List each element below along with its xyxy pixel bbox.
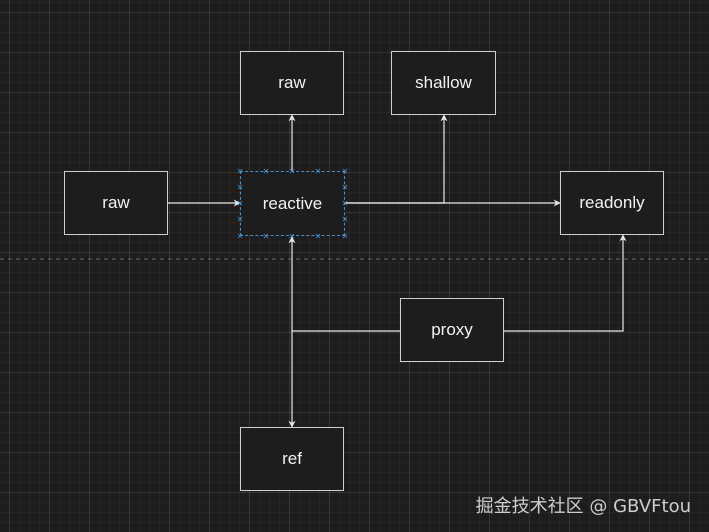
node-raw-top-label: raw (278, 73, 306, 92)
resize-handle-top-left[interactable]: ✕ (236, 166, 244, 176)
resize-handle-right-1[interactable]: ✕ (341, 182, 349, 192)
node-reactive[interactable]: reactive (240, 171, 345, 236)
resize-handle-left-1[interactable]: ✕ (236, 182, 244, 192)
edge-proxy-to-readonly[interactable] (504, 234, 627, 332)
node-proxy[interactable]: proxy (400, 298, 504, 362)
resize-handle-bottom-right[interactable]: ✕ (341, 231, 349, 241)
edge-reactive-to-shallow[interactable] (345, 114, 448, 204)
node-ref[interactable]: ref (240, 427, 344, 491)
resize-handle-right-center[interactable]: ✕ (341, 198, 349, 208)
node-raw-left[interactable]: raw (64, 171, 168, 235)
watermark-text: 掘金技术社区 @ GBVFtou (475, 496, 691, 517)
resize-handle-top-center[interactable]: ✕ (288, 166, 296, 176)
resize-handle-right-3[interactable]: ✕ (341, 214, 349, 224)
node-proxy-label: proxy (431, 320, 473, 339)
node-ref-label: ref (282, 449, 302, 468)
node-raw-top[interactable]: raw (240, 51, 344, 115)
resize-handle-top-3[interactable]: ✕ (314, 166, 322, 176)
node-readonly-label: readonly (579, 193, 645, 212)
resize-handle-bottom-center[interactable]: ✕ (288, 231, 296, 241)
resize-handle-bottom-left[interactable]: ✕ (236, 231, 244, 241)
node-shallow-label: shallow (415, 73, 472, 92)
resize-handle-top-right[interactable]: ✕ (341, 166, 349, 176)
node-shallow[interactable]: shallow (391, 51, 496, 115)
resize-handle-left-center[interactable]: ✕ (236, 198, 244, 208)
resize-handle-bottom-3[interactable]: ✕ (314, 231, 322, 241)
edge-proxy-to-reactive[interactable] (288, 236, 400, 332)
node-raw-left-label: raw (102, 193, 130, 212)
node-readonly[interactable]: readonly (560, 171, 664, 235)
node-reactive-label: reactive (262, 193, 323, 213)
resize-handle-bottom-1[interactable]: ✕ (262, 231, 270, 241)
resize-handle-left-3[interactable]: ✕ (236, 214, 244, 224)
resize-handle-top-1[interactable]: ✕ (262, 166, 270, 176)
